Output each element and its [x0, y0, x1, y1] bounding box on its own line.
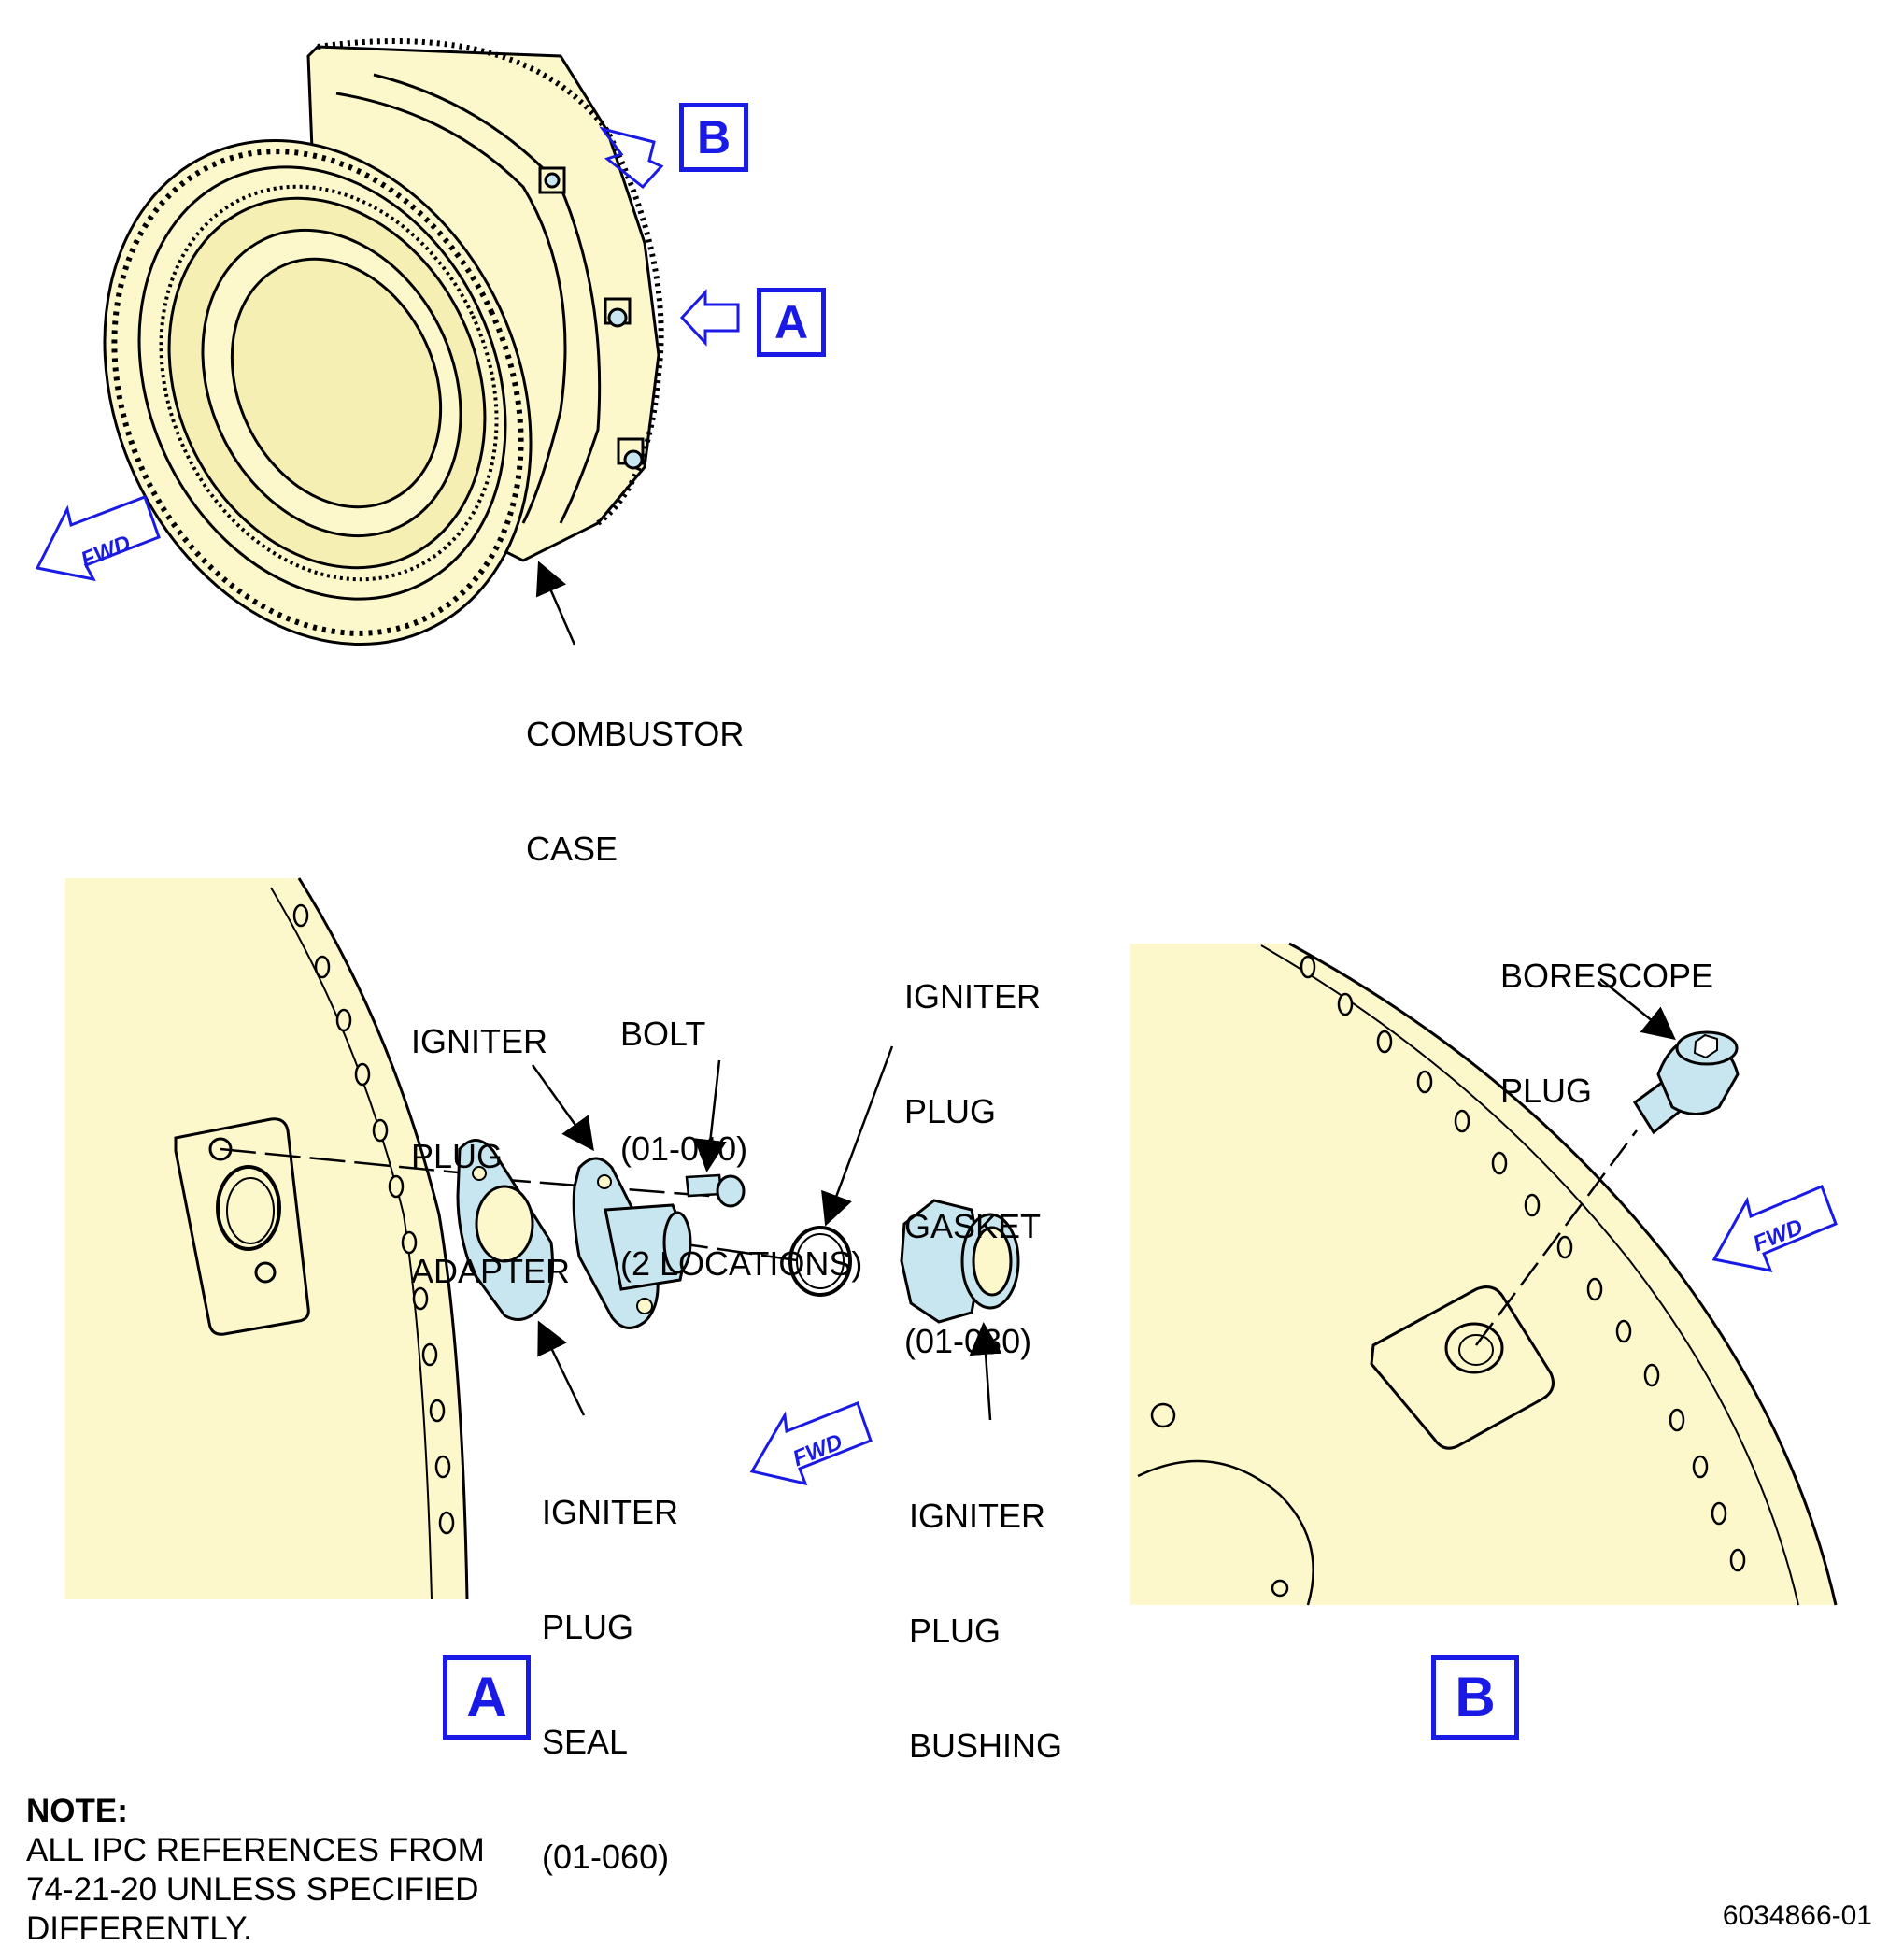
view-b-panel	[1130, 942, 1838, 1606]
igniter-plug-gasket-label: IGNITER PLUG GASKET (01-030)	[904, 977, 1042, 1360]
overview-fwd-arrow	[35, 495, 161, 582]
view-a-arrow	[679, 289, 740, 347]
view-a-title: A	[443, 1655, 531, 1740]
bolt-label: BOLT (01-040) (2 LOCATIONS)	[620, 1015, 863, 1283]
combustor-case-label: COMBUSTOR CASE	[526, 715, 745, 868]
borescope-plug-label: BORESCOPE PLUG	[1500, 957, 1714, 1110]
view-b-callout[interactable]: B	[679, 103, 748, 172]
view-b-arrow	[599, 126, 664, 190]
combustor-case-drawing	[103, 38, 664, 646]
igniter-plug-bushing-label: IGNITER PLUG BUSHING	[909, 1497, 1063, 1765]
figure-id: 6034866-01	[1722, 1900, 1872, 1931]
note-line: DIFFERENTLY.	[26, 1910, 252, 1947]
note-heading: NOTE:	[26, 1793, 128, 1829]
view-a-panel	[65, 877, 1020, 1600]
igniter-plug-seal-label: IGNITER PLUG SEAL (01-060)	[542, 1493, 679, 1876]
note: NOTE: ALL IPC REFERENCES FROM 74-21-20 U…	[26, 1792, 485, 1949]
view-a-callout[interactable]: A	[757, 288, 826, 357]
note-line: 74-21-20 UNLESS SPECIFIED	[26, 1871, 479, 1908]
note-line: ALL IPC REFERENCES FROM	[26, 1832, 485, 1868]
combustor-case-leader	[535, 561, 576, 646]
igniter-plug-adapter-label: IGNITER PLUG ADAPTER	[411, 1022, 571, 1290]
view-b-title: B	[1431, 1655, 1519, 1740]
